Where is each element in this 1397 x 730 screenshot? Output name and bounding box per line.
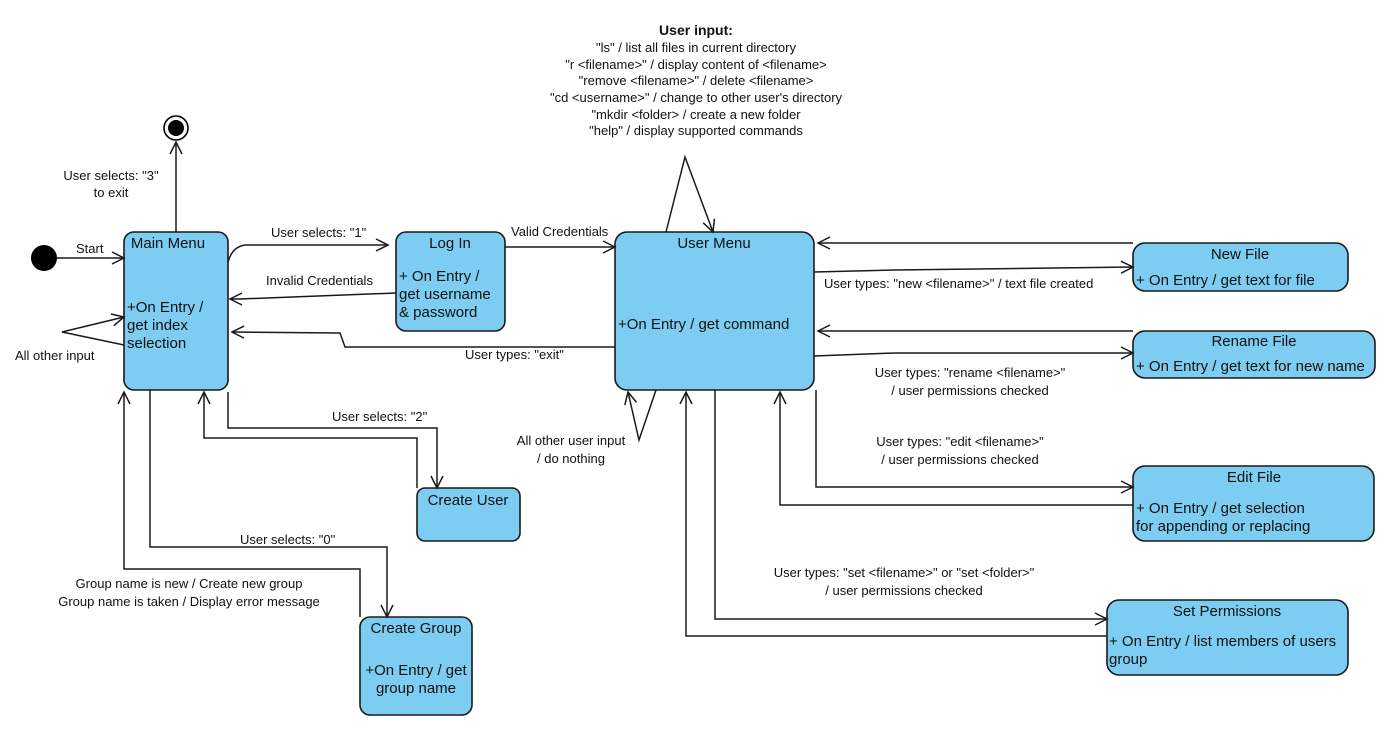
edit-file-body-1: + On Entry / get selection	[1136, 500, 1305, 517]
user-menu-title: User Menu	[677, 235, 750, 252]
log-in-body-1: + On Entry /	[399, 268, 480, 285]
user-input-line-1: "ls" / list all files in current directo…	[596, 40, 796, 55]
set-permissions-body-1: + On Entry / list members of users	[1109, 633, 1336, 650]
label-select-1: User selects: "1"	[271, 225, 367, 240]
label-valid-credentials: Valid Credentials	[511, 224, 609, 239]
set-permissions-body-2: group	[1109, 651, 1147, 668]
set-permissions-title: Set Permissions	[1173, 603, 1281, 620]
final-state	[163, 115, 189, 141]
edit-file-body-2: for appending or replacing	[1136, 518, 1310, 535]
initial-state	[31, 245, 57, 271]
user-input-line-6: "help" / display supported commands	[589, 123, 803, 138]
label-set-2: / user permissions checked	[825, 583, 983, 598]
label-all-other-user-input-2: / do nothing	[537, 451, 605, 466]
label-select-0: User selects: "0"	[240, 532, 336, 547]
user-input-line-2: "r <filename>" / display content of <fil…	[565, 57, 826, 72]
label-edit-1: User types: "edit <filename>"	[876, 434, 1044, 449]
create-group-body-1: +On Entry / get	[365, 662, 467, 679]
state-edit-file[interactable]	[1132, 465, 1375, 542]
label-all-other-user-input-1: All other user input	[517, 433, 626, 448]
main-menu-body-2: get index	[127, 317, 188, 334]
state-set-permissions[interactable]	[1106, 599, 1349, 676]
label-set-1: User types: "set <filename>" or "set <fo…	[774, 565, 1035, 580]
label-exit-1: User selects: "3"	[63, 168, 159, 183]
user-input-title: User input:	[659, 22, 733, 38]
new-file-body: + On Entry / get text for file	[1136, 272, 1315, 289]
label-group-result-2: Group name is taken / Display error mess…	[58, 594, 320, 609]
user-menu-body: +On Entry / get command	[618, 316, 789, 333]
state-user-menu[interactable]	[614, 231, 815, 391]
create-group-body-2: group name	[376, 680, 456, 697]
log-in-body-3: & password	[399, 304, 477, 321]
log-in-title: Log In	[429, 235, 471, 252]
log-in-body-2: get username	[399, 286, 491, 303]
state-create-group[interactable]	[359, 616, 473, 716]
user-input-line-5: "mkdir <folder> / create a new folder	[591, 107, 801, 122]
label-exit-2: to exit	[94, 185, 129, 200]
user-input-line-4: "cd <username>" / change to other user's…	[550, 90, 843, 105]
state-log-in[interactable]	[395, 231, 506, 332]
label-select-2: User selects: "2"	[332, 409, 428, 424]
label-invalid-credentials: Invalid Credentials	[266, 273, 373, 288]
create-group-title: Create Group	[371, 620, 462, 637]
label-edit-2: / user permissions checked	[881, 452, 1039, 467]
label-new-file: User types: "new <filename>" / text file…	[824, 276, 1093, 291]
main-menu-body-3: selection	[127, 335, 186, 352]
new-file-title: New File	[1211, 246, 1269, 263]
label-rename-1: User types: "rename <filename>"	[875, 365, 1066, 380]
main-menu-title: Main Menu	[131, 235, 205, 252]
state-create-user[interactable]	[416, 487, 521, 542]
transition-lines	[57, 140, 1135, 637]
label-all-other-input: All other input	[15, 348, 95, 363]
edit-file-title: Edit File	[1227, 469, 1281, 486]
label-user-types-exit: User types: "exit"	[465, 347, 564, 362]
user-input-line-3: "remove <filename>" / delete <filename>	[579, 73, 814, 88]
rename-file-title: Rename File	[1211, 333, 1296, 350]
rename-file-body: + On Entry / get text for new name	[1136, 358, 1365, 375]
label-group-result-1: Group name is new / Create new group	[76, 576, 303, 591]
label-start: Start	[76, 241, 104, 256]
main-menu-body-1: +On Entry /	[127, 299, 204, 316]
create-user-title: Create User	[428, 492, 509, 509]
label-rename-2: / user permissions checked	[891, 383, 1049, 398]
